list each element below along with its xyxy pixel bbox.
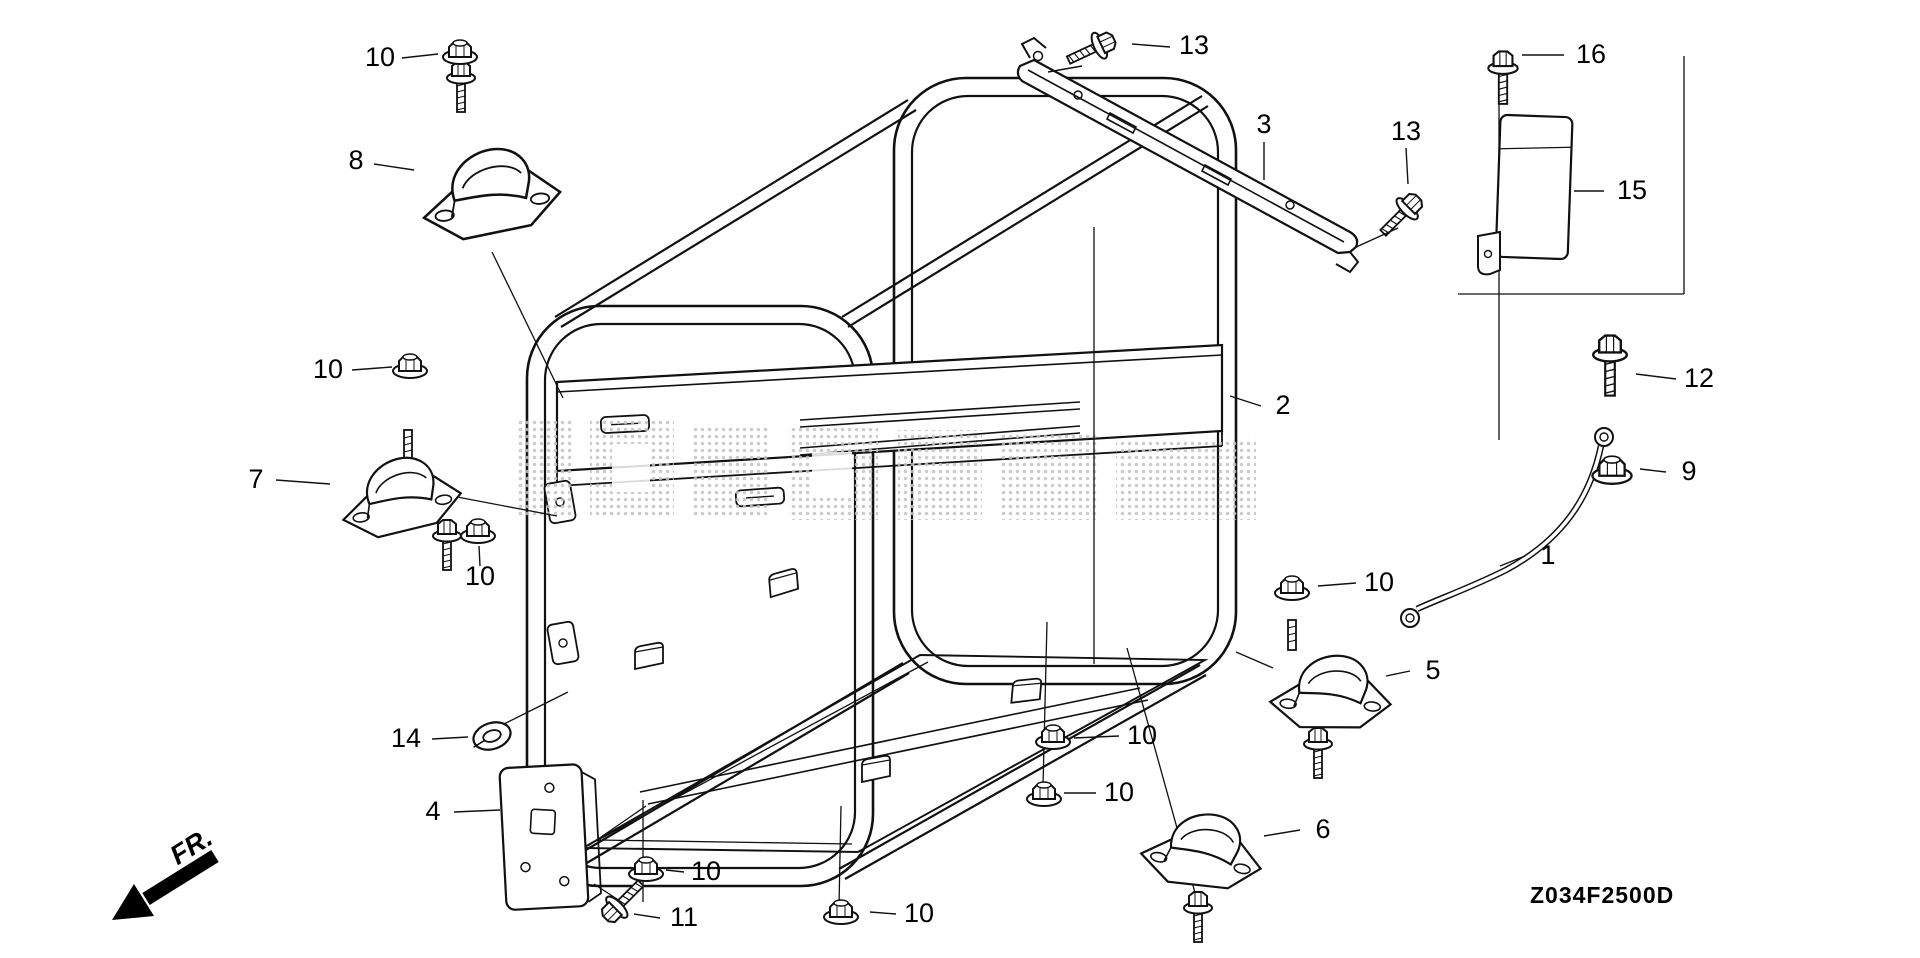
callout-13: 13 <box>1391 116 1421 146</box>
callout-15: 15 <box>1617 175 1647 205</box>
callout-16: 16 <box>1576 39 1606 69</box>
callout-12: 12 <box>1684 363 1714 393</box>
callout-4: 4 <box>425 796 440 826</box>
callout-3: 3 <box>1256 109 1271 139</box>
callout-5: 5 <box>1425 655 1440 685</box>
bracket-plate-part4 <box>498 763 602 911</box>
callout-14: 14 <box>391 723 421 753</box>
frame-tab <box>545 620 581 666</box>
watermark <box>516 418 1256 520</box>
drawing-code: Z034F2500D <box>1530 882 1674 908</box>
callout-10: 10 <box>904 898 934 928</box>
stud-part7 <box>403 429 413 461</box>
cover-part15 <box>1477 113 1574 276</box>
callout-10: 10 <box>313 354 343 384</box>
callout-7: 7 <box>248 464 263 494</box>
grommet-part14 <box>472 721 512 751</box>
callout-1: 1 <box>1540 540 1555 570</box>
fr-direction-arrow <box>112 850 219 920</box>
callout-13: 13 <box>1179 30 1209 60</box>
top-rail-part3 <box>1016 36 1360 274</box>
callout-10: 10 <box>1127 720 1157 750</box>
callout-10: 10 <box>1104 777 1134 807</box>
callout-10: 10 <box>465 561 495 591</box>
floor-panel <box>579 654 1209 853</box>
ground-cable-part1 <box>1400 427 1614 628</box>
stud-part5 <box>1287 619 1297 651</box>
callout-9: 9 <box>1681 456 1696 486</box>
callout-10: 10 <box>1364 567 1394 597</box>
leader-lines <box>275 43 1677 919</box>
callout-10: 10 <box>365 42 395 72</box>
callout-8: 8 <box>348 145 363 175</box>
callout-6: 6 <box>1315 814 1330 844</box>
callout-2: 2 <box>1275 390 1290 420</box>
callout-10: 10 <box>691 856 721 886</box>
callout-11: 11 <box>670 902 698 932</box>
